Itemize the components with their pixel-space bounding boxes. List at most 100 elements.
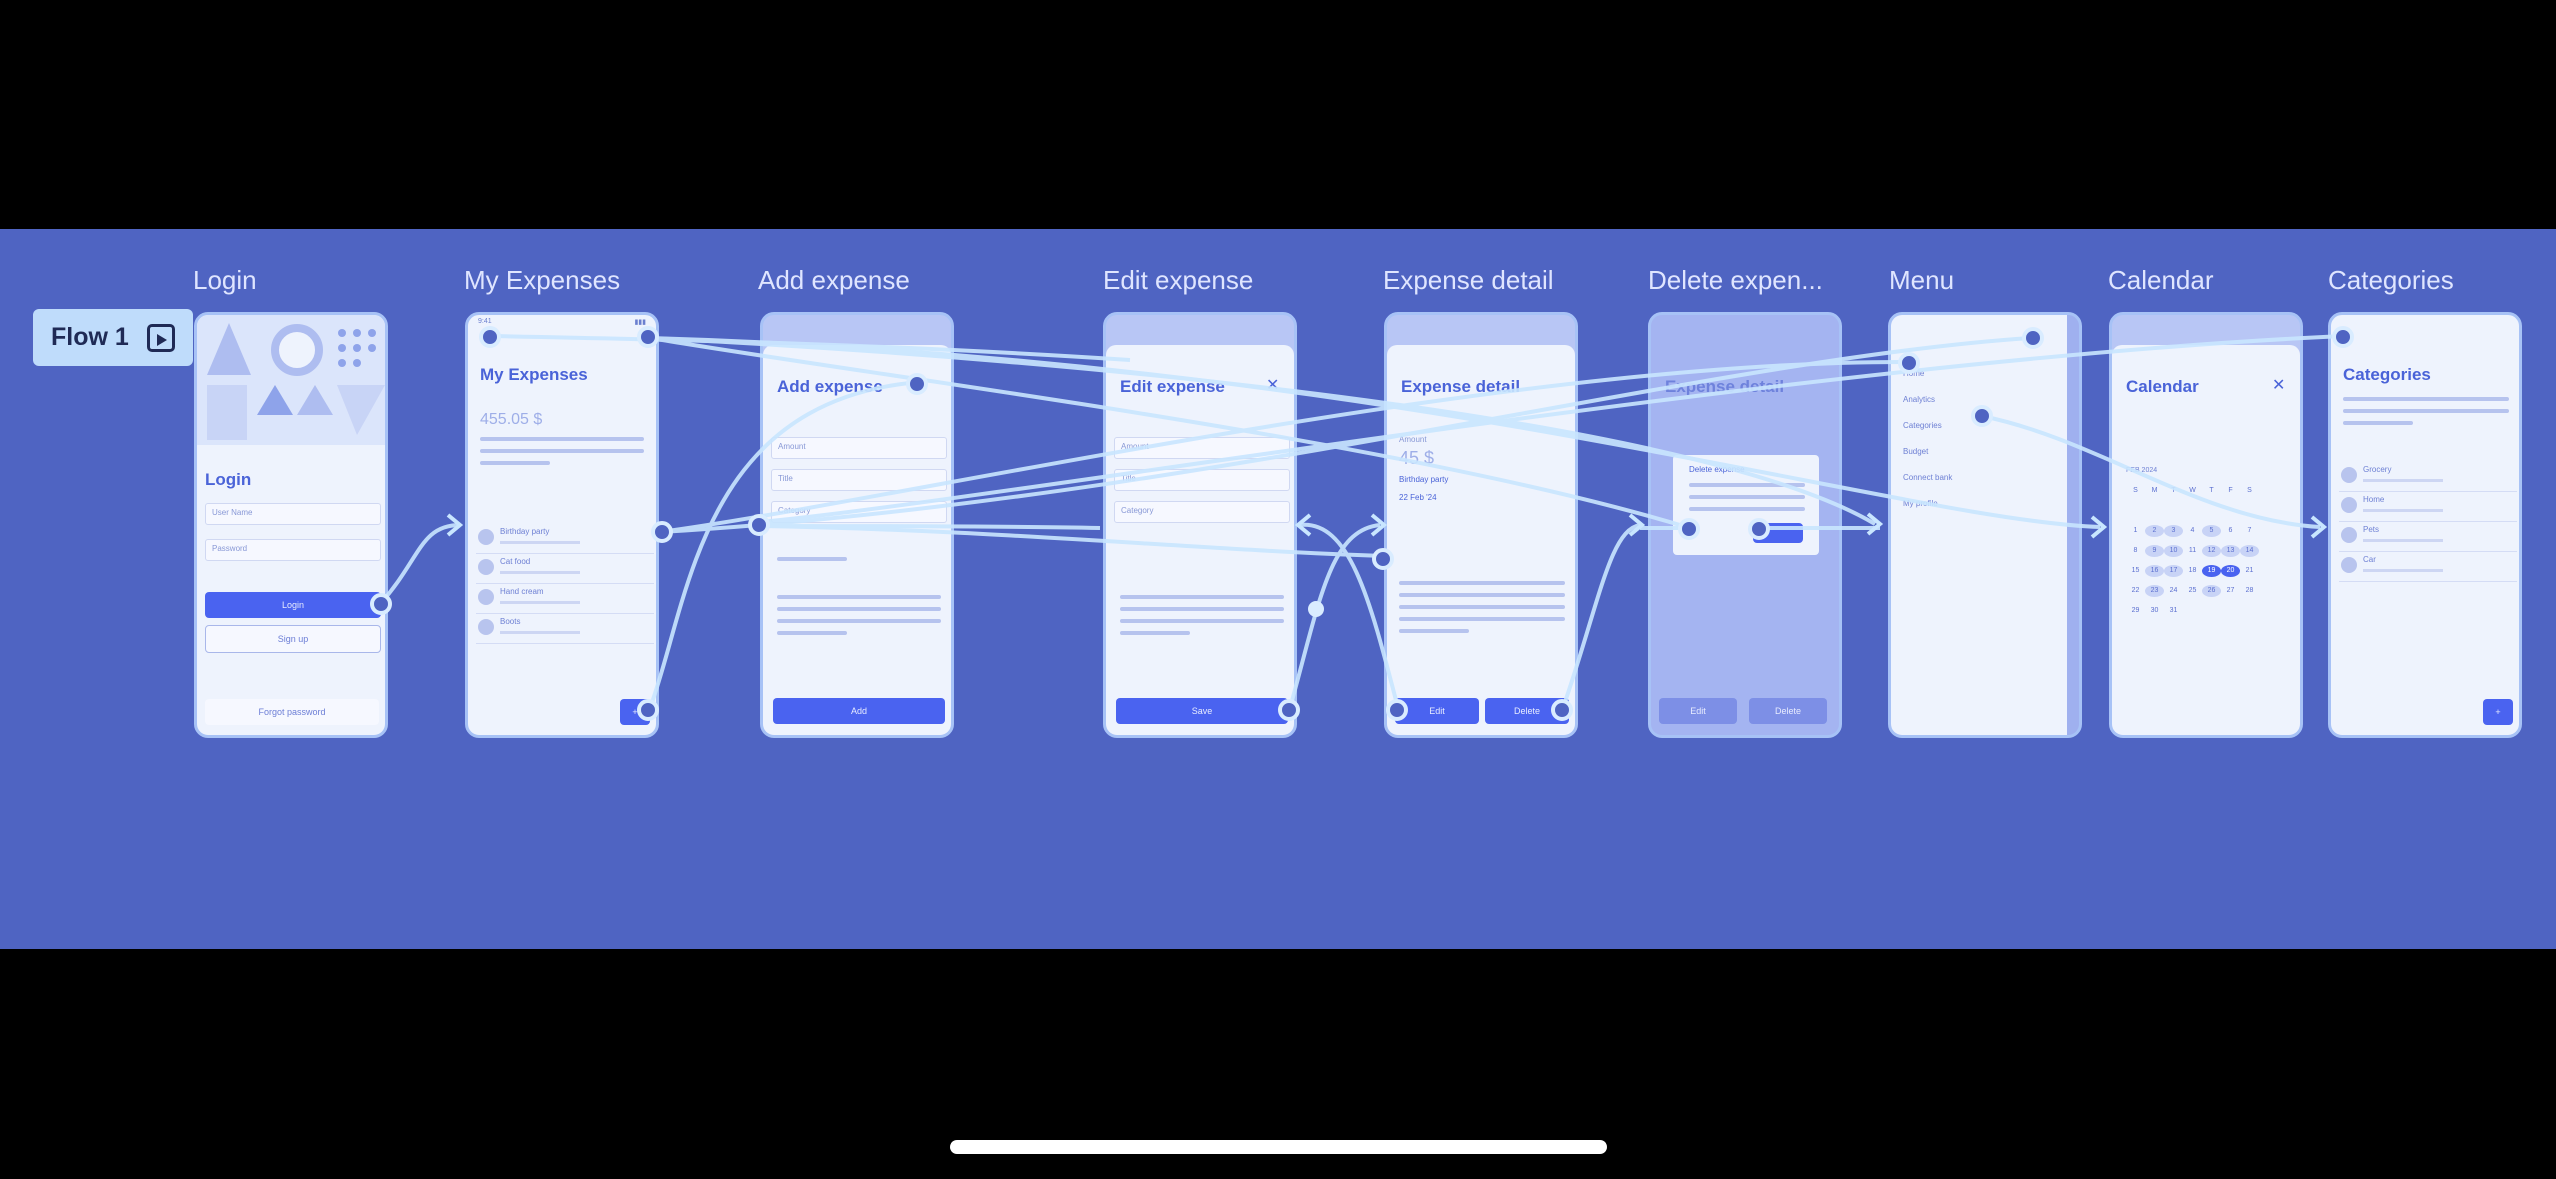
calendar-day[interactable]: 19 [2202, 565, 2221, 577]
calendar-day[interactable]: 5 [2202, 525, 2221, 537]
calendar-day[interactable]: 16 [2145, 565, 2164, 577]
calendar-day[interactable]: 2 [2145, 525, 2164, 537]
hotspot-node[interactable] [906, 373, 928, 395]
calendar-day[interactable]: 10 [2164, 545, 2183, 557]
edit-button[interactable]: Edit [1659, 698, 1737, 724]
calendar-day[interactable]: 23 [2145, 585, 2164, 597]
close-icon[interactable]: ✕ [2272, 377, 2286, 394]
calendar-day[interactable]: 22 [2131, 587, 2140, 594]
phone-frame-delete-expense[interactable]: Expense detail Delete expense Edit Delet… [1648, 312, 1842, 738]
frame-title-categories[interactable]: Categories [2328, 265, 2454, 295]
hotspot-node[interactable] [1748, 518, 1770, 540]
calendar-day[interactable]: 6 [2228, 527, 2233, 534]
calendar-day[interactable]: 30 [2150, 607, 2159, 614]
hotspot-node[interactable] [1551, 699, 1573, 721]
hotspot-node[interactable] [637, 699, 659, 721]
calendar-day[interactable]: 20 [2221, 565, 2240, 577]
calendar-day[interactable]: 3 [2164, 525, 2183, 537]
hotspot-node[interactable] [1898, 352, 1920, 374]
calendar-day[interactable]: 17 [2164, 565, 2183, 577]
phone-frame-expense-detail[interactable]: Expense detail Amount 45 $ Birthday part… [1384, 312, 1578, 738]
frame-title-add-expense[interactable]: Add expense [758, 265, 910, 295]
phone-frame-edit-expense[interactable]: Edit expense ✕ Amount Title Category Sav… [1103, 312, 1297, 738]
add-category-fab[interactable]: + [2483, 699, 2513, 725]
signup-button[interactable]: Sign up [205, 625, 381, 653]
hotspot-node[interactable] [2332, 326, 2354, 348]
calendar-day[interactable]: 7 [2247, 527, 2252, 534]
close-icon[interactable]: ✕ [1266, 377, 1280, 394]
frame-title-calendar[interactable]: Calendar [2108, 265, 2214, 295]
menu-item-categories[interactable]: Categories [1903, 421, 1942, 430]
calendar-day[interactable]: 4 [2190, 527, 2195, 534]
list-item[interactable]: Home [2339, 493, 2517, 522]
list-item[interactable]: Boots [476, 615, 654, 644]
calendar-day[interactable]: 27 [2226, 587, 2235, 594]
calendar-day[interactable]: 12 [2202, 545, 2221, 557]
phone-frame-my-expenses[interactable]: 9:41▮▮▮ My Expenses 455.05 $ Birthday pa… [465, 312, 659, 738]
hotspot-node[interactable] [1372, 548, 1394, 570]
hotspot-node[interactable] [1971, 405, 1993, 427]
hotspot-node[interactable] [1308, 601, 1324, 617]
list-item[interactable]: Hand cream [476, 585, 654, 614]
menu-item-analytics[interactable]: Analytics [1903, 395, 1936, 404]
frame-title-expense-detail[interactable]: Expense detail [1383, 265, 1554, 295]
frame-title-my-expenses[interactable]: My Expenses [464, 265, 621, 295]
frame-title-menu[interactable]: Menu [1889, 265, 1955, 295]
hotspot-node[interactable] [479, 326, 501, 348]
calendar-day[interactable]: 8 [2133, 547, 2138, 554]
menu-item-budget[interactable]: Budget [1903, 447, 1929, 456]
category-field[interactable]: Category [1114, 501, 1290, 523]
menu-item-connect-bank[interactable]: Connect bank [1903, 473, 1953, 482]
play-frame-icon[interactable] [146, 323, 175, 352]
calendar-day[interactable]: 26 [2202, 585, 2221, 597]
add-button[interactable]: Add [773, 698, 945, 724]
hotspot-node[interactable] [2022, 327, 2044, 349]
flow-starting-point[interactable]: Flow 1 [33, 309, 193, 366]
calendar-day[interactable]: 25 [2188, 587, 2197, 594]
list-item[interactable]: Birthday party [476, 525, 654, 554]
amount-field[interactable]: Amount [1114, 437, 1290, 459]
hotspot-node[interactable] [637, 326, 659, 348]
phone-frame-menu[interactable]: Home Analytics Categories Budget Connect… [1888, 312, 2082, 738]
calendar-day[interactable]: 21 [2245, 567, 2254, 574]
calendar-day[interactable]: 9 [2145, 545, 2164, 557]
calendar-day[interactable]: 28 [2245, 587, 2254, 594]
login-button[interactable]: Login [205, 592, 381, 618]
hotspot-node[interactable] [1386, 699, 1408, 721]
list-item[interactable]: Car [2339, 553, 2517, 582]
hotspot-node[interactable] [748, 514, 770, 536]
calendar-day[interactable]: 11 [2188, 547, 2197, 554]
edit-button[interactable]: Edit [1395, 698, 1479, 724]
phone-frame-login[interactable]: Login User Name Password Login Sign up F… [194, 312, 388, 738]
forgot-password-link[interactable]: Forgot password [205, 699, 379, 725]
calendar-day[interactable]: 13 [2221, 545, 2240, 557]
calendar-day[interactable]: 15 [2131, 567, 2140, 574]
title-field[interactable]: Title [771, 469, 947, 491]
title-field[interactable]: Title [1114, 469, 1290, 491]
save-button[interactable]: Save [1116, 698, 1288, 724]
menu-item-my-profile[interactable]: My profile [1903, 499, 1938, 508]
category-field[interactable]: Category [771, 501, 947, 523]
calendar-day[interactable]: 14 [2240, 545, 2259, 557]
calendar-day[interactable]: 1 [2133, 527, 2138, 534]
hotspot-node[interactable] [1278, 699, 1300, 721]
amount-field[interactable]: Amount [771, 437, 947, 459]
username-field[interactable]: User Name [205, 503, 381, 525]
list-item[interactable]: Cat food [476, 555, 654, 584]
phone-frame-categories[interactable]: Categories Grocery Home Pets Car + [2328, 312, 2522, 738]
frame-title-delete-expense[interactable]: Delete expen... [1648, 265, 1823, 295]
frame-title-login[interactable]: Login [193, 265, 257, 295]
delete-button[interactable]: Delete [1749, 698, 1827, 724]
calendar-day[interactable]: 31 [2169, 607, 2178, 614]
frame-title-edit-expense[interactable]: Edit expense [1103, 265, 1254, 295]
list-item[interactable]: Pets [2339, 523, 2517, 552]
list-item[interactable]: Grocery [2339, 463, 2517, 492]
password-field[interactable]: Password [205, 539, 381, 561]
calendar-day[interactable]: 24 [2169, 587, 2178, 594]
hotspot-node[interactable] [370, 593, 392, 615]
calendar-day[interactable]: 29 [2131, 607, 2140, 614]
hotspot-node[interactable] [651, 521, 673, 543]
calendar-day[interactable]: 18 [2188, 567, 2197, 574]
